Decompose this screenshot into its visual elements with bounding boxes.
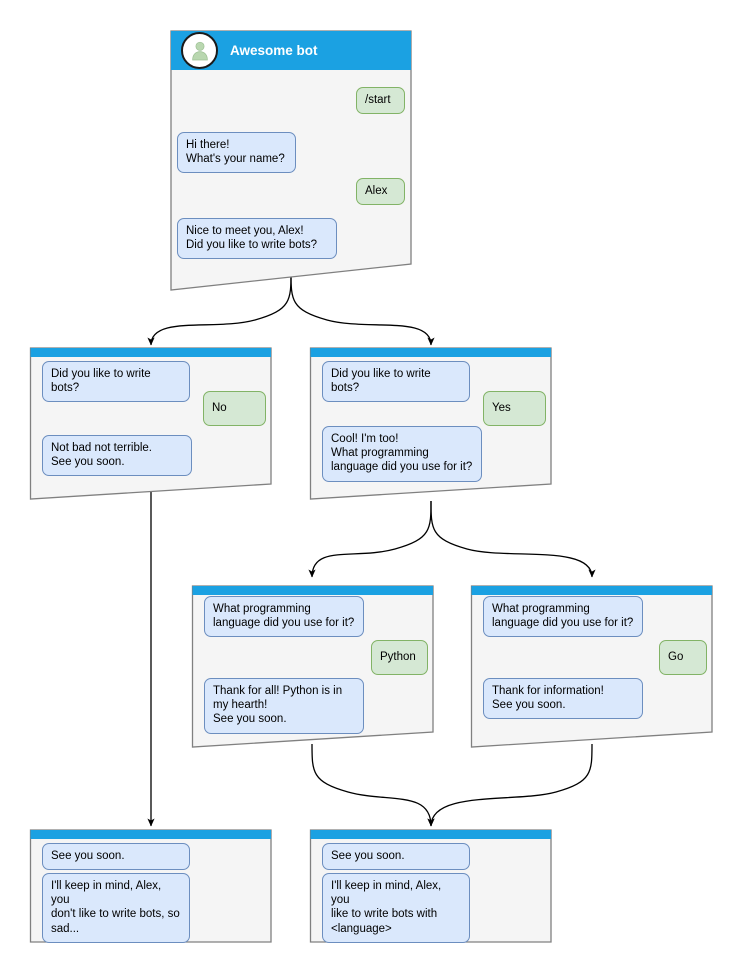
message-bubble-user[interactable]: Alex: [356, 178, 405, 206]
message-bubble-bot[interactable]: Nice to meet you, Alex! Did you like to …: [177, 218, 337, 260]
message-bubble-user[interactable]: /start: [356, 87, 405, 115]
card-python-branch[interactable]: What programming language did you use fo…: [191, 577, 435, 749]
message-bubble-bot[interactable]: I'll keep in mind, Alex, you like to wri…: [322, 873, 470, 943]
message-bubble-bot[interactable]: Not bad not terrible. See you soon.: [42, 435, 192, 477]
message-bubble-bot[interactable]: I'll keep in mind, Alex, you don't like …: [42, 873, 190, 943]
message-bubble-bot[interactable]: Hi there! What's your name?: [177, 132, 296, 174]
card-no-branch[interactable]: Did you like to write bots? No Not bad n…: [29, 345, 273, 501]
card-end-happy[interactable]: See you soon. I'll keep in mind, Alex, y…: [309, 826, 553, 944]
message-bubble-user[interactable]: No: [203, 391, 266, 427]
card-root[interactable]: Awesome bot /start Hi there! What's your…: [168, 28, 414, 292]
card-yes-branch[interactable]: Did you like to write bots? Yes Cool! I'…: [309, 345, 553, 501]
message-bubble-user[interactable]: Python: [371, 640, 428, 676]
card-root-header: Awesome bot: [171, 31, 411, 70]
message-bubble-bot[interactable]: See you soon.: [322, 843, 470, 871]
edge-yes-to-python: [308, 500, 432, 578]
message-bubble-bot[interactable]: Thank for information! See you soon.: [483, 678, 643, 720]
edge-go-to-end-happy: [427, 743, 593, 827]
card-end-sad[interactable]: See you soon. I'll keep in mind, Alex, y…: [29, 826, 273, 944]
card-go-branch[interactable]: What programming language did you use fo…: [470, 577, 714, 749]
message-bubble-bot[interactable]: What programming language did you use fo…: [483, 596, 643, 638]
message-bubble-user[interactable]: Yes: [483, 391, 546, 427]
edge-python-to-end-happy: [311, 743, 435, 827]
person-icon: [181, 32, 218, 69]
message-bubble-bot[interactable]: What programming language did you use fo…: [204, 596, 364, 638]
message-bubble-bot[interactable]: Thank for all! Python is in my hearth! S…: [204, 678, 364, 734]
edge-yes-to-go: [430, 500, 596, 578]
message-bubble-bot[interactable]: Did you like to write bots?: [322, 361, 470, 403]
message-bubble-bot[interactable]: See you soon.: [42, 843, 190, 871]
message-bubble-bot[interactable]: Cool! I'm too! What programming language…: [322, 426, 482, 482]
message-bubble-bot[interactable]: Did you like to write bots?: [42, 361, 190, 403]
card-root-title: Awesome bot: [230, 43, 318, 58]
message-bubble-user[interactable]: Go: [659, 640, 707, 676]
